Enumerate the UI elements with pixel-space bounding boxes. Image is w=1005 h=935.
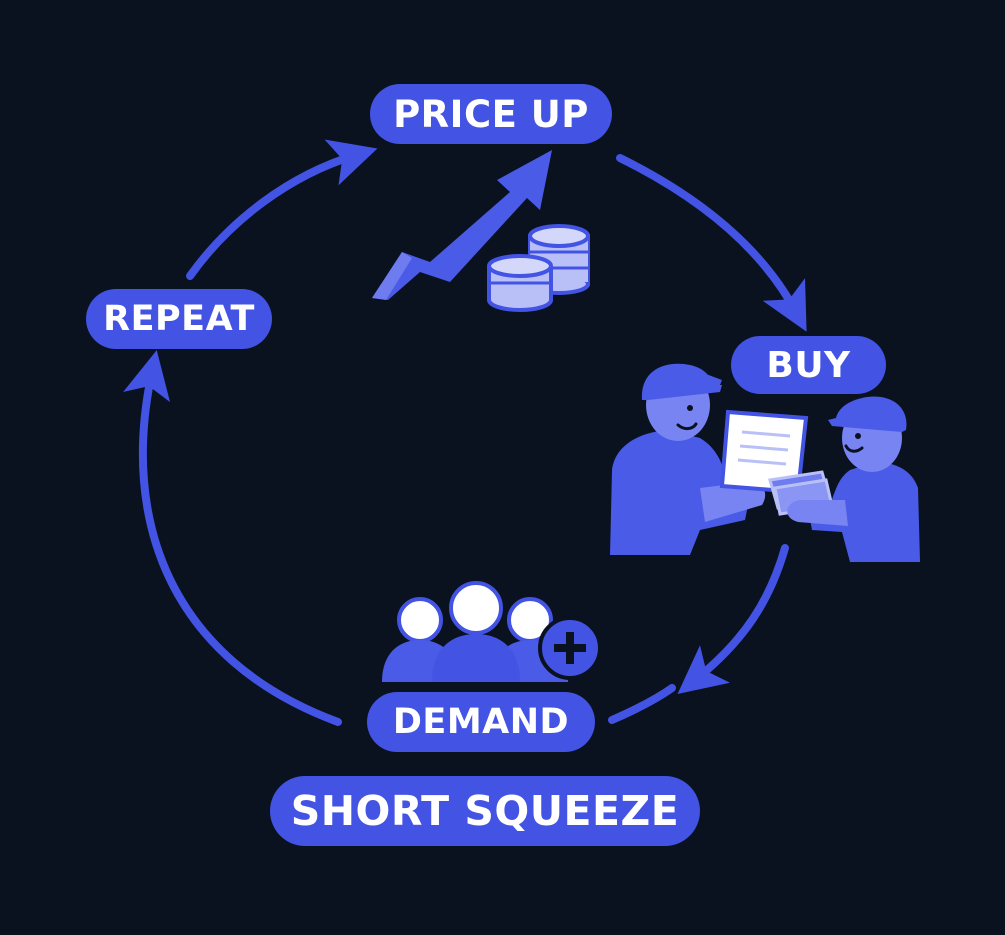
diagram-title: SHORT SQUEEZE [270, 776, 700, 846]
step-label: DEMAND [392, 702, 570, 742]
handshake-exchange-icon [610, 363, 920, 562]
person-right-icon [787, 396, 920, 562]
coin-stack-back [528, 224, 590, 295]
group-add-icon [382, 581, 602, 682]
arrow-demand-to-repeat [123, 350, 342, 726]
arrow-repeat-to-price-up [186, 139, 378, 280]
coin-stack-front [487, 254, 553, 312]
step-repeat: REPEAT [86, 289, 272, 349]
step-label: PRICE UP [393, 92, 589, 136]
step-buy: BUY [731, 336, 886, 394]
arrow-buy-to-demand [677, 544, 789, 694]
person-left-icon [610, 363, 766, 555]
arrow-demand-connector [608, 684, 676, 724]
step-demand: DEMAND [367, 692, 595, 752]
step-label: BUY [766, 344, 851, 386]
title-label: SHORT SQUEEZE [290, 787, 680, 835]
rising-arrow-coins-icon [372, 150, 590, 312]
step-price-up: PRICE UP [370, 84, 612, 144]
arrow-price-up-to-buy [616, 154, 807, 332]
step-label: REPEAT [103, 299, 255, 339]
